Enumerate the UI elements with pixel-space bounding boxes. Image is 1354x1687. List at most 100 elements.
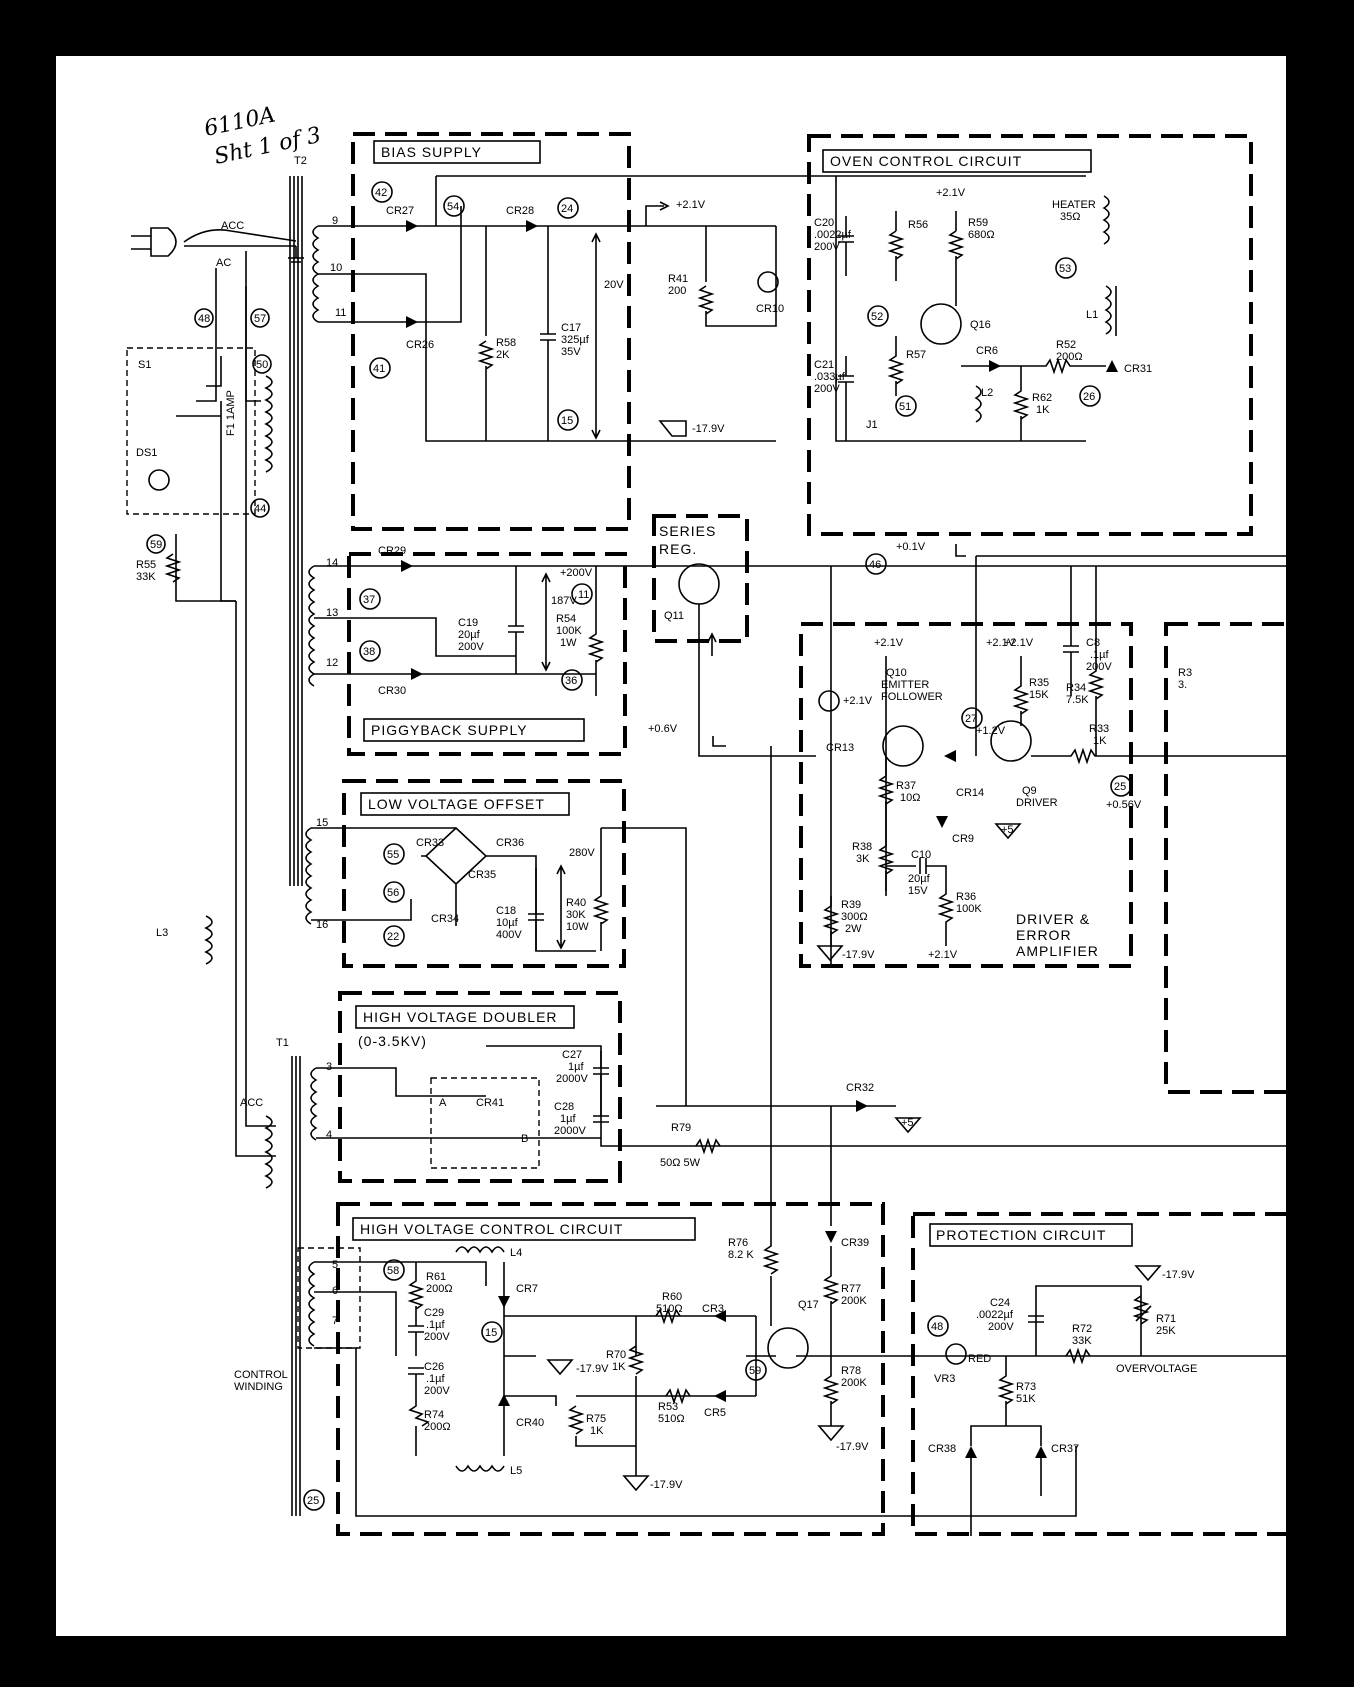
value-R60: 510Ω — [656, 1303, 683, 1315]
label-C24: C24 — [990, 1297, 1010, 1309]
node-55: 55 — [387, 849, 399, 861]
block-low-voltage-offset — [342, 779, 626, 968]
resistors-R77-R78 — [822, 1106, 840, 1426]
value-R62: 1K — [1036, 404, 1050, 416]
resistor-R76 — [762, 746, 780, 1326]
label-L3: L3 — [156, 927, 168, 939]
block-series-reg — [652, 514, 749, 643]
label-R76: R76 — [728, 1237, 748, 1249]
label-VR3: VR3 — [934, 1373, 955, 1385]
value-R71: 25K — [1156, 1325, 1176, 1337]
capacitor-C20 — [838, 216, 854, 276]
label-control-winding-2: WINDING — [234, 1381, 283, 1393]
bridge-rectifier — [311, 826, 596, 952]
label-CR3: CR3 — [702, 1303, 724, 1315]
label-CR39: CR39 — [841, 1237, 869, 1249]
label-R3-offpage: R3 — [1178, 667, 1192, 679]
label-T2: T2 — [294, 155, 307, 167]
label-C8: C8 — [1086, 637, 1100, 649]
node-11: 11 — [578, 589, 589, 601]
value-R61: 200Ω — [426, 1283, 453, 1295]
zener-CR10 — [757, 271, 779, 293]
block-piggyback — [347, 552, 627, 756]
pin-9: 9 — [332, 215, 338, 227]
capacitor-C17 — [540, 226, 556, 441]
label-R39: R39 — [841, 899, 861, 911]
label-Q10-emitter: EMITTER — [881, 679, 929, 691]
inductor-acc — [264, 1115, 273, 1189]
label-Q11: Q11 — [664, 610, 684, 622]
resistor-R58 — [477, 226, 495, 441]
node-51: 51 — [899, 401, 911, 413]
pin-4: 4 — [326, 1129, 332, 1141]
zener-CR13 — [818, 690, 840, 712]
rating-R39: 2W — [845, 923, 862, 935]
label-R60: R60 — [662, 1291, 682, 1303]
label-R79: R79 — [671, 1122, 691, 1134]
value-R38: 3K — [856, 853, 870, 865]
label-CR29: CR29 — [378, 545, 406, 557]
label-C26: C26 — [424, 1361, 444, 1373]
inductor-L3 — [204, 915, 213, 965]
label-C19: C19 — [458, 617, 478, 629]
oven-rails — [806, 175, 1086, 442]
resistor-R37 — [877, 756, 895, 836]
block-protection — [911, 1212, 1295, 1536]
node-41: 41 — [373, 363, 385, 375]
line-cord — [183, 229, 297, 247]
resistor-R75 — [567, 1405, 636, 1447]
value-R39: 300Ω — [841, 911, 868, 923]
node-24: 24 — [561, 203, 573, 215]
transistor-Q9 — [990, 720, 1032, 762]
resistor-R57 — [887, 336, 905, 396]
label-R34: R34 — [1066, 682, 1086, 694]
value-R3-offpage: 3. — [1178, 679, 1187, 691]
capacitor-C8 — [1063, 566, 1079, 696]
piggyback-wiring — [314, 565, 1296, 675]
title-box-hvd — [355, 1005, 575, 1029]
label-T1: T1 — [276, 1037, 289, 1049]
ground-hvc-c — [817, 1425, 845, 1442]
resistor-R35 — [1012, 656, 1030, 726]
lamp-VR3 — [945, 1343, 967, 1365]
label-Q10-follower: FOLLOWER — [881, 691, 943, 703]
capacitor-C19 — [508, 566, 524, 674]
diode-CR37 — [1035, 1446, 1047, 1458]
title-low-voltage-offset: LOW VOLTAGE OFFSET — [368, 796, 545, 812]
ground-bias — [658, 420, 687, 437]
heater-element — [1102, 195, 1110, 245]
label-R40: R40 — [566, 897, 586, 909]
label-L1: L1 — [1086, 309, 1098, 321]
label-bias-21v: +2.1V — [676, 199, 706, 211]
label-R72: R72 — [1072, 1323, 1092, 1335]
rating-C10: 15V — [908, 885, 928, 897]
label-R71: R71 — [1156, 1313, 1176, 1325]
label-R35: R35 — [1029, 677, 1049, 689]
pin-11: 11 — [335, 307, 346, 319]
resistor-R56 — [887, 211, 905, 281]
value-C24: .0022µf — [976, 1309, 1014, 1321]
protection-leads — [970, 1458, 1042, 1536]
title-box-hvc — [352, 1217, 696, 1241]
label-12v: +1.2V — [976, 725, 1006, 737]
rating-C29: 200V — [424, 1331, 450, 1343]
rating-C8: 200V — [1086, 661, 1112, 673]
title-driver-1: DRIVER & — [1016, 911, 1090, 927]
arrow-20v — [591, 232, 601, 440]
block-hv-control — [336, 1202, 885, 1536]
label-CR30: CR30 — [378, 685, 406, 697]
resistor-R34 — [1087, 566, 1105, 756]
label-CR38: CR38 — [928, 1443, 956, 1455]
block-bias-supply — [351, 132, 631, 531]
resistor-R40 — [592, 827, 687, 1106]
rating-R40: 10W — [566, 921, 589, 933]
label-driver-21v-c: +2.1V — [1004, 637, 1034, 649]
node-26: 26 — [1083, 391, 1095, 403]
label-F1: F1 1AMP — [225, 390, 237, 436]
rating-C19: 200V — [458, 641, 484, 653]
label-187v: 187V — [551, 595, 577, 607]
node-49: 50 — [256, 359, 268, 371]
label-R61: R61 — [426, 1271, 446, 1283]
value-C17: 325µf — [561, 334, 590, 346]
block-right-offpage — [1164, 622, 1298, 1094]
